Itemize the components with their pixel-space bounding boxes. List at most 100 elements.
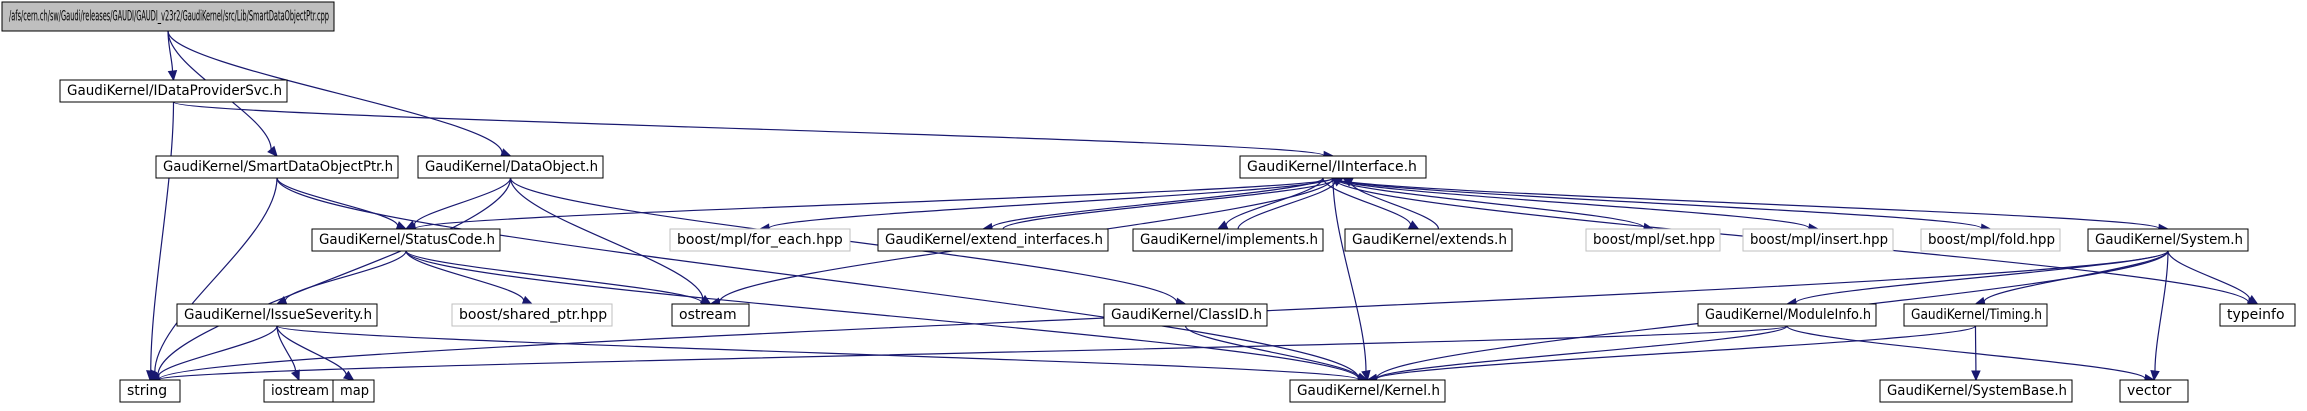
arrowhead	[167, 70, 178, 82]
nodes-layer: /afs/cern.ch/sw/Gaudi/releases/GAUDI/GAU…	[1, 1, 2296, 403]
edge-line	[405, 250, 1360, 380]
arrowhead	[2150, 370, 2160, 382]
node-box	[1239, 155, 1427, 179]
node-sysbase[interactable]: GaudiKernel/SystemBase.h	[1879, 379, 2073, 403]
node-typeinfo[interactable]: typeinfo	[2219, 303, 2296, 327]
edge-line	[150, 101, 175, 372]
node-issuesev[interactable]: GaudiKernel/IssueSeverity.h	[176, 303, 378, 327]
edge-moduleinfo-to-kernel	[1366, 325, 1788, 384]
node-box	[1344, 228, 1513, 252]
node-statuscode[interactable]: GaudiKernel/StatusCode.h	[311, 228, 501, 252]
node-label: GaudiKernel/StatusCode.h	[319, 232, 495, 248]
edge-smartptr-to-string	[149, 177, 278, 382]
edge-timing-to-sysbase	[1971, 325, 1981, 382]
node-label: GaudiKernel/Kernel.h	[1297, 383, 1440, 399]
edge-line	[2167, 250, 2251, 300]
node-dataobject[interactable]: GaudiKernel/DataObject.h	[417, 155, 604, 179]
node-box	[1697, 303, 1877, 327]
node-box	[669, 228, 851, 252]
node-box	[1289, 379, 1446, 403]
edge-line	[405, 250, 703, 304]
arrowhead	[267, 145, 278, 157]
arrowhead	[395, 221, 408, 230]
node-smartptr[interactable]: GaudiKernel/SmartDataObjectPtr.h	[155, 155, 399, 179]
node-box	[1879, 379, 2073, 403]
edge-smartptr-to-statuscode	[276, 177, 408, 230]
node-label: vector	[2127, 383, 2172, 399]
node-root: /afs/cern.ch/sw/Gaudi/releases/GAUDI/GAU…	[1, 1, 335, 32]
node-extends[interactable]: GaudiKernel/extends.h	[1344, 228, 1513, 252]
node-box	[59, 79, 288, 103]
edge-line	[2154, 250, 2169, 372]
node-label: map	[340, 383, 369, 399]
arrowhead	[1971, 370, 1981, 382]
edge-line	[1332, 177, 1367, 372]
node-implements[interactable]: GaudiKernel/implements.h	[1132, 228, 1324, 252]
edge-line	[1795, 250, 2169, 304]
edge-moduleinfo-to-string	[148, 325, 1788, 385]
node-classid[interactable]: GaudiKernel/ClassID.h	[1103, 303, 1268, 327]
edge-line	[509, 177, 704, 300]
node-label: GaudiKernel/SmartDataObjectPtr.h	[163, 159, 393, 175]
edges-layer	[146, 30, 2259, 385]
edge-line	[1375, 325, 1977, 380]
edge-line	[405, 250, 525, 301]
node-label: ostream	[679, 307, 737, 323]
edge-line	[768, 177, 1334, 229]
node-vector[interactable]: vector	[2119, 379, 2189, 403]
edge-line	[1332, 177, 2160, 230]
node-iostream[interactable]: iostream	[263, 379, 335, 403]
node-label: boost/mpl/for_each.hpp	[677, 232, 843, 248]
node-box	[1903, 303, 2048, 327]
node-box	[671, 303, 750, 327]
edge-line	[991, 177, 1324, 229]
node-system[interactable]: GaudiKernel/System.h	[2087, 228, 2249, 252]
edge-iinterface-to-mplinsert	[1332, 177, 1820, 233]
node-iinterface[interactable]: GaudiKernel/IInterface.h	[1239, 155, 1427, 179]
node-box	[332, 379, 375, 403]
edge-iinterface-to-kernel	[1332, 177, 1371, 382]
edge-idataprov-to-iinterface	[172, 101, 1335, 161]
node-foreach[interactable]: boost/mpl/for_each.hpp	[669, 228, 851, 252]
edge-statuscode-to-issuesev	[275, 250, 407, 305]
node-box	[1920, 228, 2061, 252]
edge-line	[276, 325, 297, 372]
node-idataprov[interactable]: GaudiKernel/IDataProviderSvc.h	[59, 79, 288, 103]
edge-line	[414, 177, 1334, 230]
node-sharedptr[interactable]: boost/shared_ptr.hpp	[451, 303, 613, 327]
arrowhead	[1216, 220, 1229, 230]
edge-dataobject-to-statuscode	[404, 177, 512, 230]
node-string[interactable]: string	[119, 379, 181, 403]
node-extifaces[interactable]: GaudiKernel/extend_interfaces.h	[877, 228, 1109, 252]
node-mplinsert[interactable]: boost/mpl/insert.hpp	[1742, 228, 1894, 252]
node-label: boost/mpl/fold.hpp	[1928, 232, 2055, 248]
node-moduleinfo[interactable]: GaudiKernel/ModuleInfo.h	[1697, 303, 1877, 327]
node-box	[1132, 228, 1324, 252]
arrowhead	[290, 369, 300, 382]
edge-line	[1350, 181, 1440, 230]
node-mplset[interactable]: boost/mpl/set.hpp	[1585, 228, 1721, 252]
node-label: boost/shared_ptr.hpp	[459, 307, 607, 323]
node-label: GaudiKernel/SystemBase.h	[1887, 383, 2067, 399]
node-map[interactable]: map	[332, 379, 375, 403]
edge-line	[413, 177, 512, 226]
node-label: GaudiKernel/IssueSeverity.h	[184, 307, 372, 323]
edge-line	[1322, 177, 1412, 226]
node-box	[877, 228, 1109, 252]
edge-line	[276, 325, 1360, 381]
arrowhead	[1361, 369, 1371, 382]
edge-line	[167, 30, 503, 154]
node-ostream[interactable]: ostream	[671, 303, 750, 327]
node-mplfold[interactable]: boost/mpl/fold.hpp	[1920, 228, 2061, 252]
edge-line	[284, 250, 407, 301]
node-box	[417, 155, 604, 179]
edge-line	[1237, 181, 1336, 230]
node-kernel[interactable]: GaudiKernel/Kernel.h	[1289, 379, 1446, 403]
node-label: boost/mpl/insert.hpp	[1750, 232, 1888, 248]
node-box	[2219, 303, 2296, 327]
edge-line	[1332, 177, 1810, 229]
node-timing[interactable]: GaudiKernel/Timing.h	[1903, 303, 2048, 327]
arrowhead	[521, 295, 534, 305]
edge-line	[276, 177, 1360, 379]
